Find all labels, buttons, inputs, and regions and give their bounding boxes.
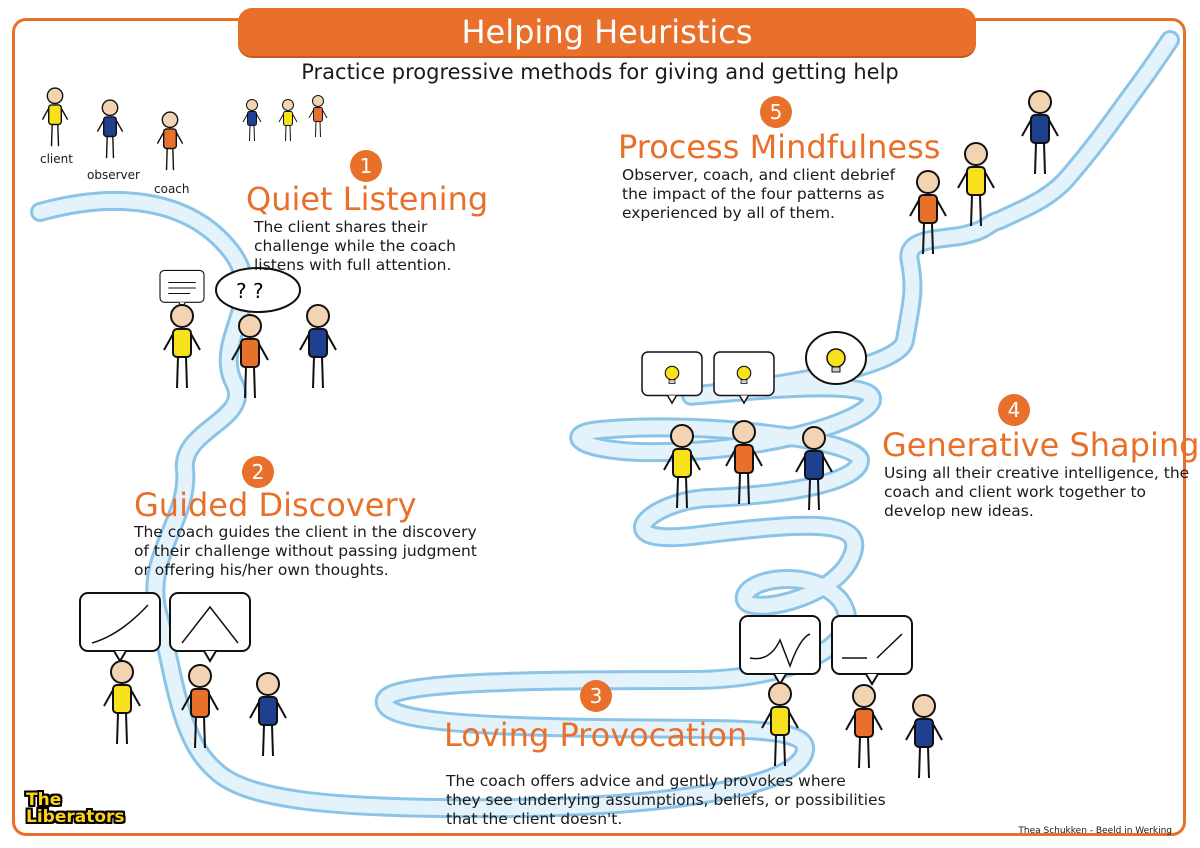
step5-title: Process Mindfulness: [618, 128, 941, 166]
step3-number: 3: [580, 680, 612, 712]
step5-client: [957, 142, 995, 227]
step2-observer: [249, 672, 287, 757]
step4-bubble-a: [641, 351, 703, 404]
step3-observer: [905, 694, 943, 779]
step2-client: [181, 664, 219, 749]
step3-client: [845, 684, 883, 769]
step1-number: 1: [350, 150, 382, 182]
legend-observer-figure: [96, 99, 124, 159]
credit: Thea Schukken - Beeld in Werking: [1018, 826, 1172, 836]
step1-observer: [299, 304, 337, 389]
step1-thought-bubble: [215, 267, 301, 313]
step2-bubble-b: [169, 592, 251, 662]
title-banner: Helping Heuristics: [238, 8, 976, 56]
step3-bubble-a: [739, 615, 821, 685]
step2-number: 2: [242, 456, 274, 488]
step2-title: Guided Discovery: [134, 486, 417, 524]
step2-bubble-a: [79, 592, 161, 662]
step3-coach: [761, 682, 799, 767]
step2-description: The coach guides the client in the disco…: [134, 523, 477, 579]
step3-bubble-b: [831, 615, 913, 685]
step4-description: Using all their creative intelligence, t…: [884, 464, 1190, 520]
step4-title: Generative Shaping: [882, 426, 1200, 464]
legend-coach-figure: [156, 111, 184, 171]
legend-group: [242, 95, 328, 142]
step4-observer: [795, 426, 833, 511]
page-subtitle: Practice progressive methods for giving …: [301, 60, 899, 84]
step4-coach: [663, 424, 701, 509]
page-title: Helping Heuristics: [461, 13, 753, 51]
step4-bubble-b: [713, 351, 775, 404]
step2-coach: [103, 660, 141, 745]
svg-text:? ?: ? ?: [236, 279, 264, 303]
step3-title: Loving Provocation: [444, 716, 748, 754]
step3-description: The coach offers advice and gently provo…: [446, 772, 886, 828]
step5-number: 5: [760, 96, 792, 128]
step5-coach: [909, 170, 947, 255]
step1-coach: [231, 314, 269, 399]
step1-speech-bubble: [159, 269, 205, 309]
step4-number: 4: [998, 394, 1030, 426]
legend-client-label: client: [40, 152, 73, 166]
step1-client: [163, 304, 201, 389]
step4-client: [725, 420, 763, 505]
legend-client-figure: [41, 87, 69, 147]
step5-observer: [1021, 90, 1059, 175]
legend-observer-label: observer: [87, 168, 140, 182]
legend-coach-label: coach: [154, 182, 190, 196]
step1-title: Quiet Listening: [246, 180, 489, 218]
